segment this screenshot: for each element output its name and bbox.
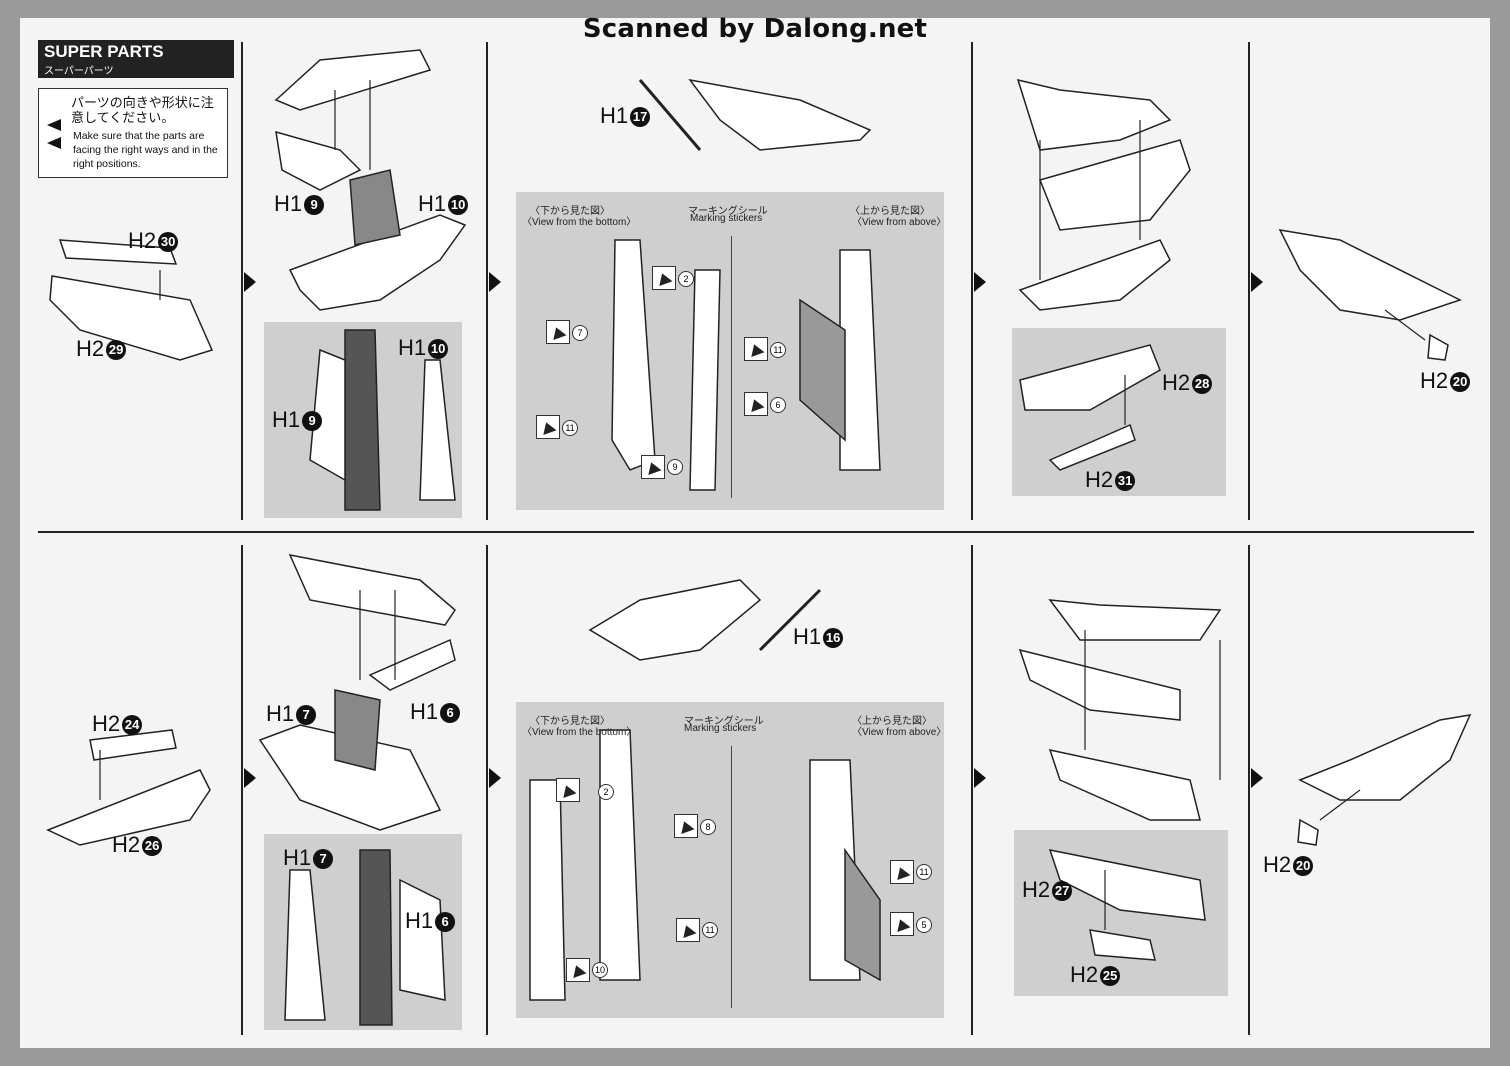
row-divider <box>38 531 1474 533</box>
view-above-en: 〈View from above〉 <box>852 727 947 738</box>
sticker-icon <box>536 415 560 439</box>
sticker-icon <box>890 860 914 884</box>
sticker-number: 11 <box>562 420 578 436</box>
sticker-icon <box>890 912 914 936</box>
sticker-icon <box>676 918 700 942</box>
super-parts-title: SUPER PARTS <box>44 42 164 61</box>
note-text-jp: パーツの向きや形状に注意してください。 <box>71 95 214 125</box>
sticker-number: 2 <box>598 784 614 800</box>
view-bottom-jp: 〈下から見た図〉 <box>530 716 610 727</box>
step-arrow-icon <box>489 768 501 788</box>
sticker-icon <box>652 266 676 290</box>
view-bottom-en: 〈View from the bottom〉 <box>522 727 637 738</box>
sticker-icon <box>546 320 570 344</box>
sticker-icon <box>744 392 768 416</box>
step-arrow-icon <box>489 272 501 292</box>
view-bottom-en: 〈View from the bottom〉 <box>522 217 637 228</box>
watermark: Scanned by Dalong.net <box>582 14 928 44</box>
sticker-icon <box>566 958 590 982</box>
sticker-number: 11 <box>770 342 786 358</box>
sticker-number: 10 <box>592 962 608 978</box>
sticker-number: 2 <box>678 271 694 287</box>
caution-icon <box>47 119 61 149</box>
sticker-number: 7 <box>572 325 588 341</box>
orientation-note: パーツの向きや形状に注意してください。 Make sure that the p… <box>38 88 228 178</box>
column-divider <box>486 545 488 1035</box>
stickers-jp: マーキングシール <box>688 206 768 217</box>
step-arrow-icon <box>1251 272 1263 292</box>
sticker-icon <box>556 778 580 802</box>
sticker-number: 6 <box>770 397 786 413</box>
sticker-number: 11 <box>702 922 718 938</box>
column-divider <box>971 42 973 520</box>
sticker-number: 9 <box>667 459 683 475</box>
step-arrow-icon <box>1251 768 1263 788</box>
sticker-number: 8 <box>700 819 716 835</box>
note-text-en: Make sure that the parts are facing the … <box>73 130 218 170</box>
view-divider <box>731 236 732 498</box>
view-above-jp: 〈上から見た図〉 <box>852 716 932 727</box>
view-divider <box>731 746 732 1008</box>
step-arrow-icon <box>244 272 256 292</box>
super-parts-title-jp: スーパーパーツ <box>44 66 114 77</box>
sticker-icon <box>674 814 698 838</box>
view-above-jp: 〈上から見た図〉 <box>850 206 930 217</box>
step-arrow-icon <box>244 768 256 788</box>
column-divider <box>241 545 243 1035</box>
view-bottom-jp: 〈下から見た図〉 <box>530 206 610 217</box>
column-divider <box>971 545 973 1035</box>
stickers-en: Marking stickers <box>690 213 763 224</box>
sticker-number: 5 <box>916 917 932 933</box>
column-divider <box>1248 42 1250 520</box>
step-arrow-icon <box>974 768 986 788</box>
column-divider <box>1248 545 1250 1035</box>
sticker-number: 11 <box>916 864 932 880</box>
sticker-icon <box>641 455 665 479</box>
step-arrow-icon <box>974 272 986 292</box>
stickers-jp: マーキングシール <box>684 716 764 727</box>
column-divider <box>241 42 243 520</box>
stickers-en: Marking stickers <box>684 723 757 734</box>
sticker-icon <box>744 337 768 361</box>
column-divider <box>486 42 488 520</box>
super-parts-header: SUPER PARTS スーパーパーツ <box>38 40 234 78</box>
view-above-en: 〈View from above〉 <box>852 217 947 228</box>
